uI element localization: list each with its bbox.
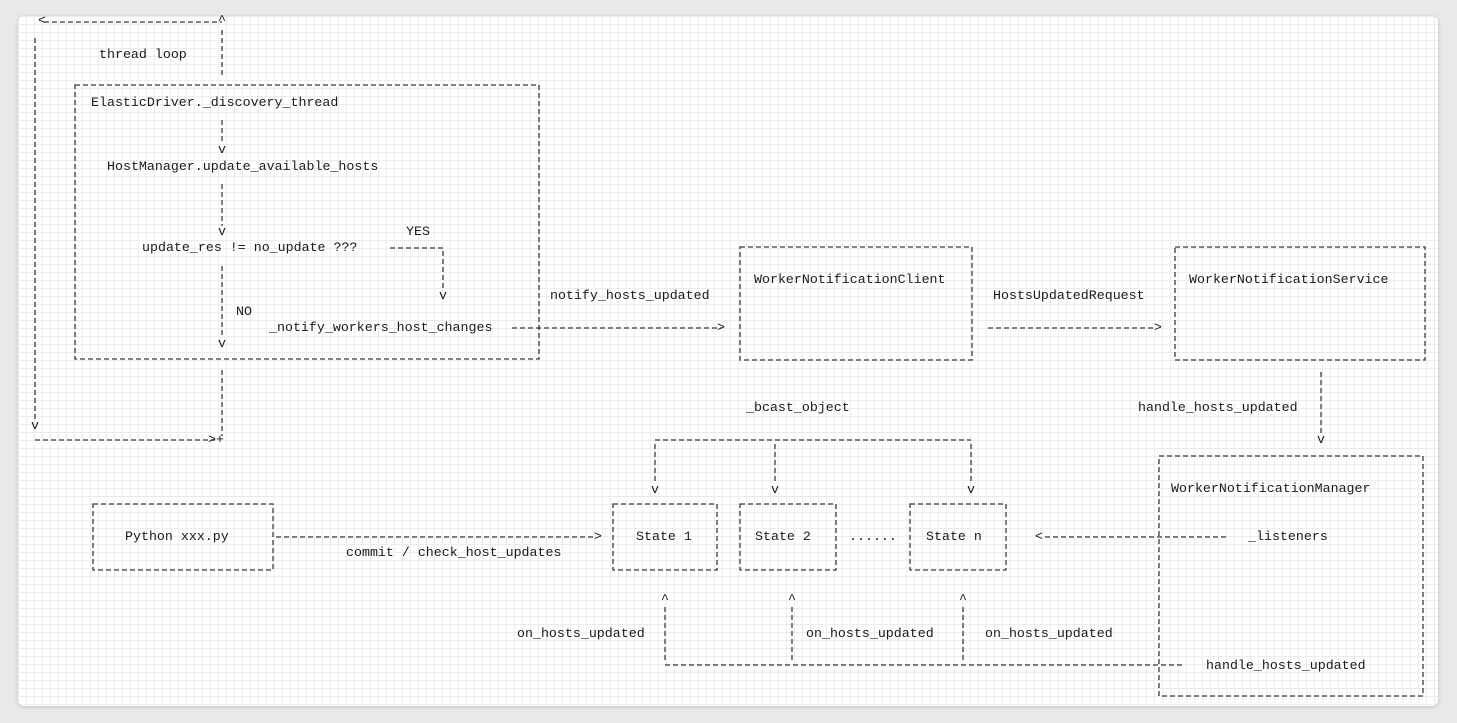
bcast-object-label: _bcast_object — [746, 400, 850, 415]
notification-service-label: WorkerNotificationService — [1189, 272, 1389, 287]
condition-label: update_res != no_update ??? — [142, 240, 358, 255]
notification-manager-box — [1158, 455, 1424, 697]
state2-label: State 2 — [755, 529, 811, 544]
notification-client-label: WorkerNotificationClient — [754, 272, 946, 287]
notify-workers-label: _notify_workers_host_changes — [269, 320, 493, 335]
thread-loop-label: thread loop — [99, 47, 187, 62]
commit-check-label: commit / check_host_updates — [346, 545, 562, 560]
glyph-down-state1: v — [651, 482, 659, 497]
yes-label: YES — [406, 224, 430, 239]
staten-label: State n — [926, 529, 982, 544]
glyph-down-yes: v — [439, 288, 447, 303]
no-label: NO — [236, 304, 252, 319]
python-box — [92, 503, 274, 571]
state1-label: State 1 — [636, 529, 692, 544]
glyph-loop-caret-up: ^ — [218, 13, 226, 28]
glyph-loop-arrow-left: < — [38, 13, 46, 28]
notification-client-box — [739, 246, 973, 361]
staten-box — [909, 503, 1007, 571]
hosts-updated-request-label: HostsUpdatedRequest — [993, 288, 1145, 303]
glyph-down-3: v — [218, 336, 226, 351]
glyph-down-manager: v — [1317, 432, 1325, 447]
notify-hosts-updated-label: notify_hosts_updated — [550, 288, 710, 303]
glyph-arrow-service: > — [1154, 320, 1162, 335]
state1-box — [612, 503, 718, 571]
handle-hosts-updated-bottom-label: handle_hosts_updated — [1206, 658, 1366, 673]
glyph-arrow-state1: > — [594, 529, 602, 544]
discovery-thread-box — [74, 84, 540, 360]
glyph-loop-arrow-down: v — [31, 418, 39, 433]
diagram-canvas — [18, 16, 1438, 706]
glyph-down-state2: v — [771, 482, 779, 497]
listeners-label: _listeners — [1248, 529, 1328, 544]
on-hosts-updated-label-3: on_hosts_updated — [985, 626, 1113, 641]
glyph-up-1: ^ — [661, 592, 669, 607]
flow-condition-yes — [390, 247, 444, 290]
glyph-up-2: ^ — [788, 592, 796, 607]
python-script-label: Python xxx.py — [125, 529, 229, 544]
handle-hosts-updated-top-label: handle_hosts_updated — [1138, 400, 1298, 415]
glyph-down-staten: v — [967, 482, 975, 497]
notification-manager-label: WorkerNotificationManager — [1171, 481, 1371, 496]
discovery-thread-label: ElasticDriver._discovery_thread — [91, 95, 339, 110]
glyph-arrow-listeners: < — [1035, 529, 1043, 544]
on-hosts-updated-label-1: on_hosts_updated — [517, 626, 645, 641]
update-hosts-label: HostManager.update_available_hosts — [107, 159, 379, 174]
notification-service-box — [1174, 246, 1426, 361]
glyph-down-1: v — [218, 142, 226, 157]
glyph-up-3: ^ — [959, 592, 967, 607]
glyph-arrow-client: > — [717, 320, 725, 335]
ellipsis-label: ...... — [849, 529, 897, 544]
state2-box — [739, 503, 837, 571]
glyph-loop-arrow-right: >+ — [208, 432, 224, 447]
on-hosts-updated-label-2: on_hosts_updated — [806, 626, 934, 641]
glyph-down-2: v — [218, 224, 226, 239]
